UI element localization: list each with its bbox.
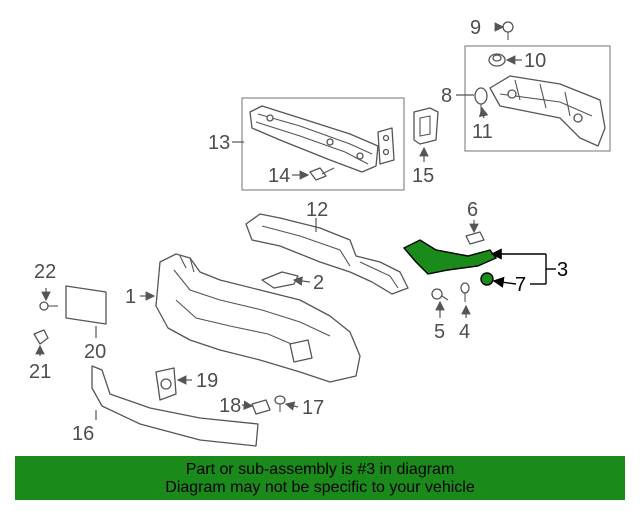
reinforcement-2 — [261, 271, 299, 289]
callout-13: 13 — [208, 132, 230, 154]
callout-1: 1 — [125, 286, 136, 308]
callout-2: 2 — [313, 272, 324, 294]
nut-10 — [488, 53, 506, 67]
clip-6 — [465, 231, 485, 245]
callout-19: 19 — [196, 370, 218, 392]
callout-15: 15 — [412, 165, 434, 187]
notice-banner: Part or sub-assembly is #3 in diagram Di… — [15, 456, 625, 500]
impact-bar — [249, 105, 379, 173]
bumper-cover — [155, 253, 361, 383]
callout-14: 14 — [268, 165, 290, 187]
tie-bar-bracket — [489, 75, 606, 147]
callout-3: 3 — [557, 259, 568, 281]
bumper-bracket-highlighted — [402, 239, 498, 286]
notice-line-1: Part or sub-assembly is #3 in diagram — [185, 461, 455, 478]
pushpin-17 — [274, 395, 286, 412]
callout-6: 6 — [467, 199, 478, 221]
callout-4: 4 — [459, 321, 470, 343]
callout-12: 12 — [306, 199, 328, 221]
callout-17: 17 — [302, 397, 324, 419]
callout-8: 8 — [441, 85, 452, 107]
notice-line-2: Diagram may not be specific to your vehi… — [165, 479, 475, 496]
callout-18: 18 — [219, 395, 241, 417]
energy-absorber — [245, 213, 409, 295]
bolt-9 — [502, 21, 514, 40]
fog-bezel-hole — [160, 378, 172, 390]
license-bracket — [65, 285, 107, 325]
callout-7: 7 — [515, 274, 526, 296]
callout-22: 22 — [34, 261, 56, 283]
callout-11: 11 — [472, 121, 493, 143]
bolt-5 — [431, 288, 449, 301]
callout-16: 16 — [72, 423, 94, 445]
callout-20: 20 — [84, 341, 106, 363]
clip-18 — [251, 399, 271, 415]
pushpin-22 — [39, 301, 58, 311]
stud-4 — [460, 282, 470, 302]
nut-21 — [33, 329, 49, 345]
bolt-14 — [309, 167, 335, 181]
callout-5: 5 — [434, 321, 445, 343]
bracket-15 — [413, 107, 439, 145]
callout-21: 21 — [29, 361, 51, 383]
leader-3 — [490, 248, 556, 288]
bracket-small — [377, 127, 395, 165]
callout-9: 9 — [470, 17, 481, 39]
callout-10: 10 — [524, 50, 546, 72]
lower-valance — [91, 365, 259, 447]
parts-diagram: 9 10 8 11 13 14 15 12 6 3 7 2 1 22 5 4 2… — [29, 17, 611, 447]
